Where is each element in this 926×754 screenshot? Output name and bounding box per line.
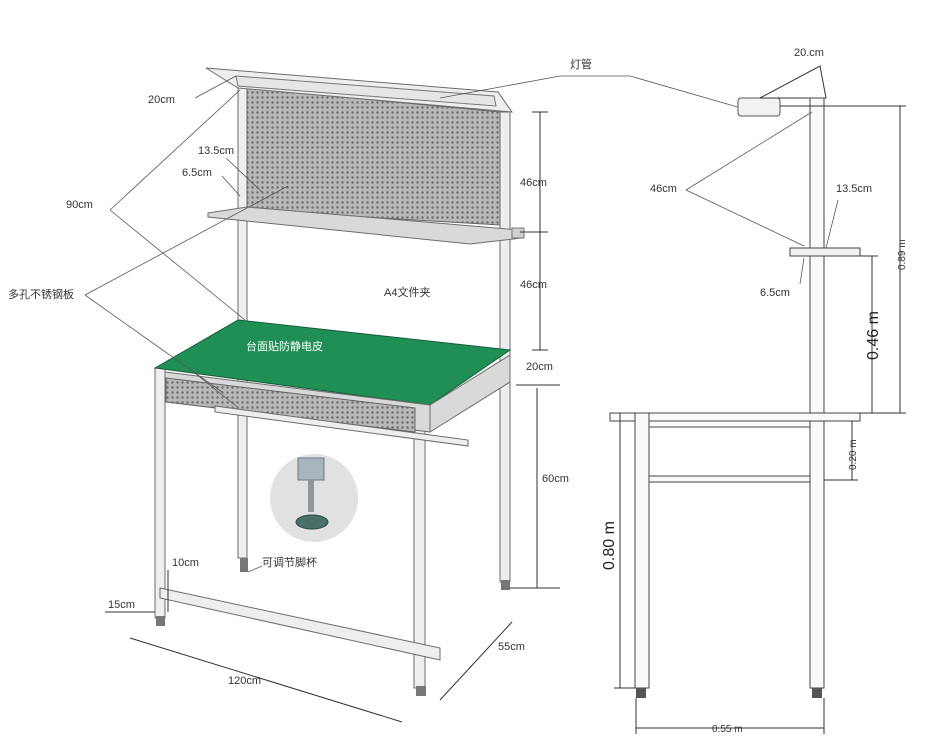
label-drawer: 20cm — [526, 361, 553, 373]
side-front-leg — [634, 412, 650, 689]
side-label-080: 0.80 m — [601, 521, 618, 570]
dim-width — [129, 637, 403, 723]
side-label-shelf-height: 13.5cm — [836, 183, 872, 195]
side-foot — [812, 688, 822, 698]
side-leader-shelf-depth — [799, 257, 805, 285]
drawer-tray — [214, 405, 469, 447]
leader-drawer — [195, 373, 237, 407]
front-left-leg — [154, 367, 166, 619]
label-overall-height: 90cm — [66, 199, 93, 211]
leader-shelf-depth — [221, 175, 241, 197]
bottom-rail — [159, 587, 441, 661]
label-board: 多孔不锈钢板 — [8, 287, 74, 301]
shelf-bracket — [511, 227, 525, 239]
side-leader-shelf-height — [825, 199, 839, 249]
label-width: 120cm — [228, 675, 261, 687]
side-label-089: 0.89 m — [897, 239, 908, 270]
label-upper-panel: 46cm — [520, 177, 547, 189]
leader-board-2 — [84, 294, 223, 393]
label-foot: 可调节脚杯 — [262, 555, 317, 569]
foot — [240, 558, 248, 572]
leader-height-top — [109, 89, 241, 211]
foot — [156, 616, 165, 626]
side-lamp-bracket — [759, 65, 827, 99]
side-apron-bottom — [648, 475, 811, 483]
drawer-mesh — [165, 377, 416, 433]
foot — [501, 580, 510, 590]
label-folder: A4文件夹 — [384, 285, 430, 299]
side-label-lamp-width: 20.cm — [794, 47, 824, 59]
foot-cup-thread — [297, 457, 325, 481]
label-mat: 台面贴防静电皮 — [246, 339, 323, 353]
dim-depth — [439, 621, 513, 701]
side-label-055: 0.55 m — [712, 724, 743, 735]
leader-foot — [247, 565, 263, 573]
label-foot-gap: 10cm — [172, 557, 199, 569]
leader-lamp — [439, 75, 749, 111]
perforated-board — [246, 87, 501, 226]
label-desk-height: 60cm — [542, 473, 569, 485]
side-lamp-box — [737, 97, 781, 117]
leader-lamp-width — [194, 75, 237, 99]
side-shelf — [789, 247, 861, 257]
leader-height-bottom — [109, 209, 246, 321]
label-lower-panel: 46cm — [520, 279, 547, 291]
anti-static-mat — [153, 319, 512, 406]
label-lamp: 灯管 — [570, 57, 592, 71]
side-label-020: 0.20 m — [848, 439, 859, 470]
side-leader-panel-top — [685, 111, 813, 191]
back-right-upright — [499, 111, 511, 583]
label-lamp-width: 20cm — [148, 94, 175, 106]
label-shelf-height: 13.5cm — [198, 145, 234, 157]
side-leader-panel-bottom — [685, 189, 805, 247]
foot — [416, 686, 426, 696]
side-label-panel: 46cm — [650, 183, 677, 195]
label-depth: 55cm — [498, 641, 525, 653]
lamp-tube — [235, 75, 497, 107]
apron-side — [429, 354, 511, 433]
leader-shelf-height — [225, 157, 263, 193]
label-bottom-rail: 15cm — [108, 599, 135, 611]
side-view: 20.cm 46cm 13.5cm 6.5cm 0.89 m 0.46 m 0.… — [601, 47, 908, 735]
foot-cup-base — [295, 514, 329, 530]
side-rear-upright — [809, 97, 825, 689]
side-foot — [636, 688, 646, 698]
front-view: 灯管 20cm 90cm 13.5cm 6.5cm 多孔不锈钢板 46cm 46… — [8, 57, 749, 723]
side-apron-top — [648, 420, 811, 428]
foot-cup-stem — [308, 480, 314, 512]
leader-board — [84, 185, 289, 296]
label-shelf-depth: 6.5cm — [182, 167, 212, 179]
side-label-shelf-depth: 6.5cm — [760, 287, 790, 299]
side-label-046: 0.46 m — [865, 311, 882, 360]
